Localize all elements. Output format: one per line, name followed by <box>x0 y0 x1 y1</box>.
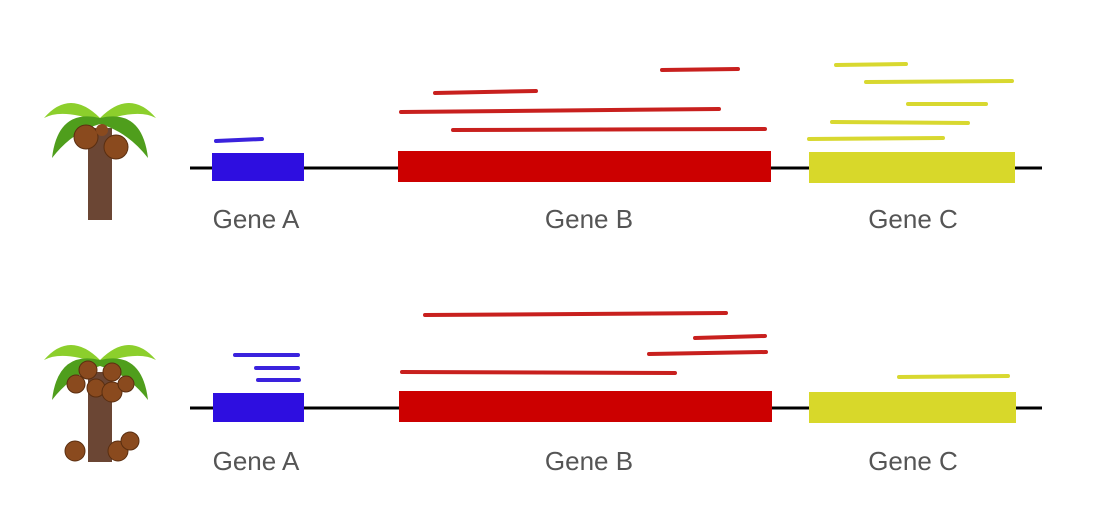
gene-b-read <box>693 334 767 340</box>
gene-c-read <box>807 136 945 141</box>
gene-a-label: Gene A <box>213 446 300 476</box>
coconut <box>117 375 135 393</box>
coconut <box>64 440 86 462</box>
palm-leaf <box>100 116 148 158</box>
gene-b-block <box>399 391 772 422</box>
gene-b-read <box>423 311 728 317</box>
gene-b-read <box>400 370 677 375</box>
gene-a-block <box>212 153 304 181</box>
gene-b-read <box>399 107 721 114</box>
coconut <box>66 374 86 394</box>
row-2: Gene A Gene B Gene C <box>44 311 1042 476</box>
gene-b-label: Gene B <box>545 204 633 234</box>
palm-tree-with-fallen-coconuts-icon <box>44 345 156 462</box>
gene-b-read <box>451 127 767 132</box>
gene-c-label: Gene C <box>868 446 958 476</box>
gene-a-read <box>214 137 264 143</box>
gene-c-label: Gene C <box>868 204 958 234</box>
gene-c-read <box>897 374 1010 379</box>
coconut <box>102 362 122 382</box>
coconut <box>73 124 99 150</box>
gene-a-block <box>213 393 304 422</box>
coconut <box>101 381 123 403</box>
gene-c-read <box>864 79 1014 84</box>
coconut <box>78 360 98 380</box>
palm-tree-icon <box>44 103 156 220</box>
gene-c-read <box>834 62 908 67</box>
gene-b-read <box>647 350 768 356</box>
gene-b-read <box>660 67 740 72</box>
gene-c-block <box>809 152 1015 183</box>
gene-b-label: Gene B <box>545 446 633 476</box>
coconut <box>120 431 140 451</box>
coconut <box>103 134 129 160</box>
coconut <box>96 124 108 136</box>
gene-b-read <box>433 89 538 95</box>
gene-b-block <box>398 151 771 182</box>
gene-c-read <box>830 120 970 125</box>
row-1: Gene A Gene B Gene C <box>44 62 1042 234</box>
gene-c-block <box>809 392 1016 423</box>
gene-a-label: Gene A <box>213 204 300 234</box>
